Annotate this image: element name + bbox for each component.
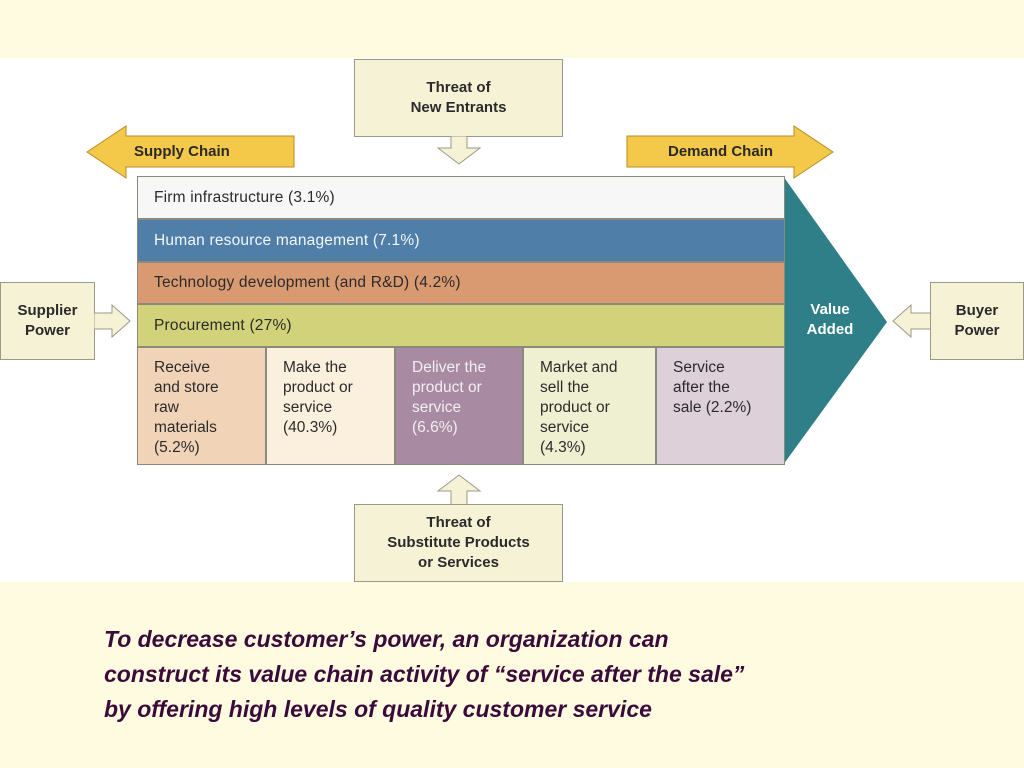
caption-line-1: To decrease customer’s power, an organiz… <box>104 626 669 652</box>
support-row-procurement: Procurement (27%) <box>137 304 785 347</box>
threat-new-entrants-box: Threat of New Entrants <box>354 59 563 137</box>
threat-new-entrants-line-1: Threat of <box>426 79 491 96</box>
supply-chain-label: Supply Chain <box>134 143 230 160</box>
primary-cell-make-product: Make the product or service (40.3%) <box>266 347 395 465</box>
primary-cell-deliver-product: Deliver the product or service (6.6%) <box>395 347 523 465</box>
support-row-technology-development: Technology development (and R&D) (4.2%) <box>137 262 785 304</box>
threat-substitutes-line-1: Threat of <box>426 514 491 531</box>
slide-caption: To decrease customer’s power, an organiz… <box>104 622 934 727</box>
caption-line-3: by offering high levels of quality custo… <box>104 696 652 722</box>
right-arrow-icon <box>94 304 131 338</box>
threat-new-entrants-line-2: New Entrants <box>410 99 507 116</box>
buyer-power-box: Buyer Power <box>930 282 1024 360</box>
caption-line-2: construct its value chain activity of “s… <box>104 661 745 687</box>
supplier-power-box: Supplier Power <box>0 282 95 360</box>
supply-chain-arrow <box>86 125 295 179</box>
demand-chain-arrow <box>626 125 834 179</box>
value-added-line-2: Added <box>806 321 854 338</box>
buyer-power-line-1: Buyer <box>955 302 999 319</box>
primary-cell-service-after-sale: Service after the sale (2.2%) <box>656 347 785 465</box>
demand-chain-label: Demand Chain <box>668 143 774 160</box>
up-arrow-icon <box>436 474 482 506</box>
down-arrow-icon <box>436 136 482 165</box>
primary-cell-receive-store: Receive and store raw materials (5.2%) <box>137 347 266 465</box>
support-row-human-resource: Human resource management (7.1%) <box>137 219 785 262</box>
supplier-power-line-2: Power <box>24 322 70 339</box>
left-arrow-icon <box>892 304 932 338</box>
threat-substitutes-line-3: or Services <box>418 554 499 571</box>
threat-substitutes-line-2: Substitute Products <box>387 534 530 551</box>
value-added-line-1: Value <box>810 301 850 318</box>
support-row-firm-infrastructure: Firm infrastructure (3.1%) <box>137 176 785 219</box>
primary-cell-market-sell: Market and sell the product or service (… <box>523 347 656 465</box>
value-added-label: Value Added <box>790 300 870 340</box>
value-added-arrow <box>783 176 887 465</box>
buyer-power-line-2: Power <box>954 322 1000 339</box>
threat-substitutes-box: Threat of Substitute Products or Service… <box>354 504 563 582</box>
supplier-power-line-1: Supplier <box>17 302 78 319</box>
